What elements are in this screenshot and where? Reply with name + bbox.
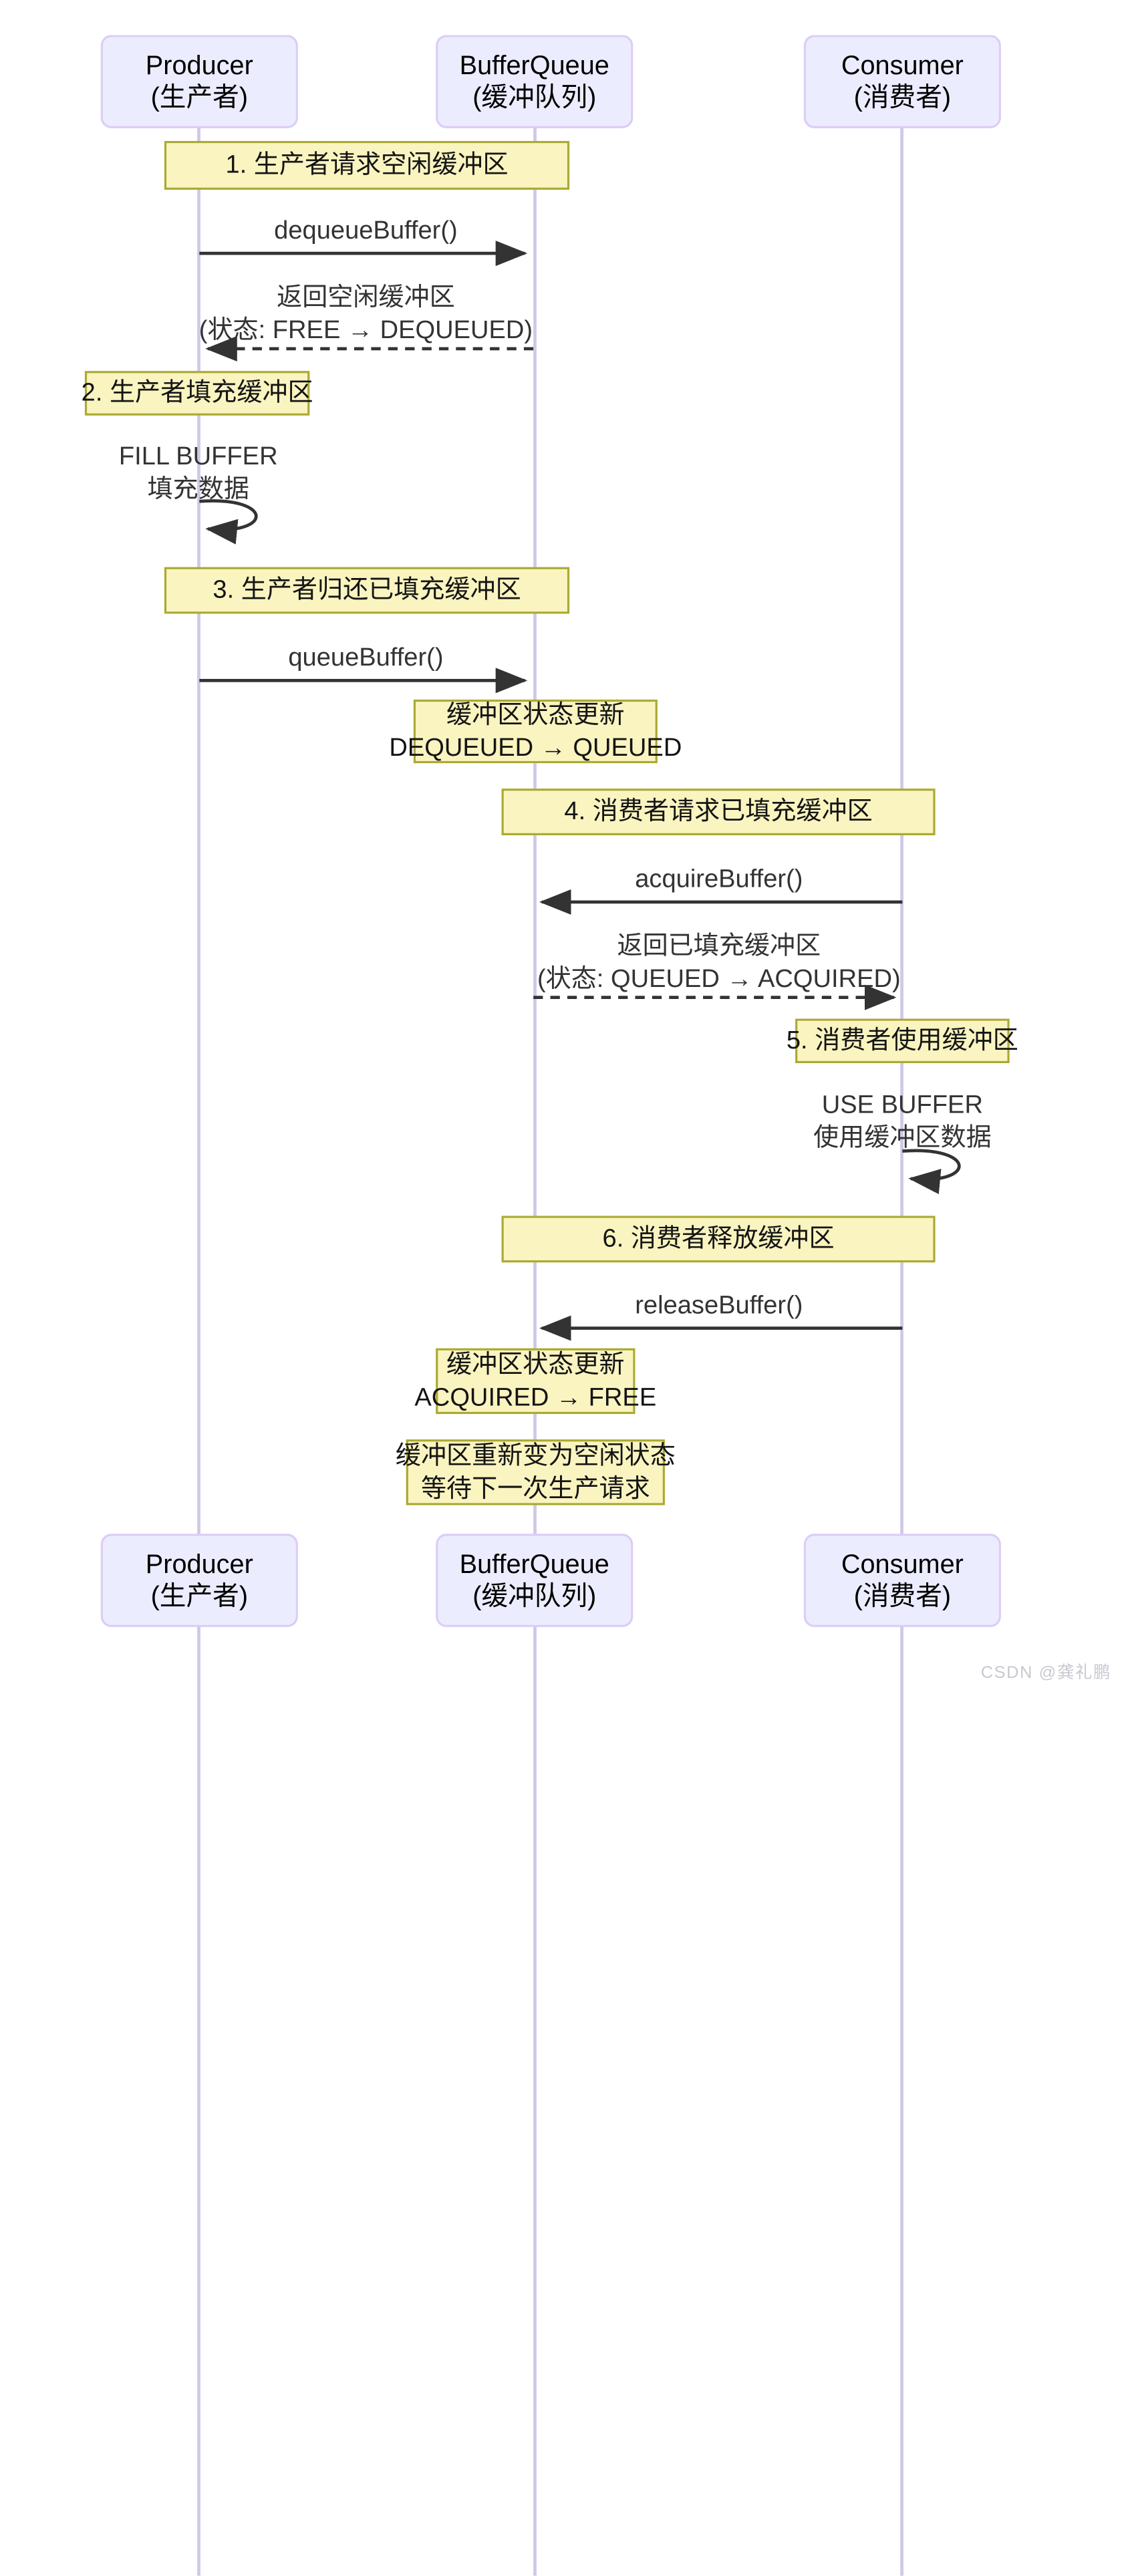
message-release-buffer-label: releaseBuffer() (635, 1290, 803, 1322)
note-1-line-1: 1. 生产者请求空闲缓冲区 (225, 150, 509, 180)
message-dequeue-buffer-line-1: dequeueBuffer() (274, 216, 458, 245)
lifeline-producer (197, 125, 200, 2576)
participant-producer-name-cn: (生产者) (150, 82, 249, 113)
message-return-free-buffer-line-2: (状态: FREE → DEQUEUED) (198, 315, 533, 345)
note-buffer-state-dequeued-line-1: 缓冲区状态更新 (446, 700, 625, 730)
participant-bufferqueue-name-en: BufferQueue (459, 50, 609, 80)
note-buffer-state-dequeued-to-queued: 缓冲区状态更新 DEQUEUED → QUEUED (389, 699, 682, 764)
arrow-use-buffer-self-loop (902, 1149, 961, 1195)
note-buffer-state-dequeued-line-2: DEQUEUED → QUEUED (389, 733, 682, 762)
watermark-csdn: CSDN @龚礼鹏 (980, 1664, 1111, 1683)
message-return-filled-buffer-line-1: 返回已填充缓冲区 (617, 932, 821, 961)
participant-consumer-bottom-name-cn: (消费者) (853, 1581, 952, 1612)
participant-producer-bottom-name-en: Producer (145, 1549, 253, 1579)
note-buffer-state-acquired-line-1: 缓冲区状态更新 (446, 1350, 625, 1379)
message-return-free-buffer-label: 返回空闲缓冲区 (状态: FREE → DEQUEUED) (199, 282, 533, 347)
note-4-line-1: 4. 消费者请求已填充缓冲区 (564, 797, 873, 827)
message-acquire-buffer-line-1: acquireBuffer() (635, 865, 803, 894)
participant-consumer-bottom-name-en: Consumer (841, 1549, 964, 1579)
note-2-producer-fills-buffer: 2. 生产者填充缓冲区 (82, 371, 313, 416)
participant-bufferqueue-bottom[interactable]: BufferQueue (缓冲队列) (436, 1534, 634, 1627)
note-buffer-free-waiting-next-request: 缓冲区重新变为空闲状态 等待下一次生产请求 (396, 1439, 676, 1506)
note-3-line-1: 3. 生产者归还已填充缓冲区 (213, 575, 521, 605)
note-6-line-1: 6. 消费者释放缓冲区 (602, 1224, 835, 1254)
participant-consumer-name-en: Consumer (841, 50, 964, 80)
participant-producer-name-en: Producer (145, 50, 253, 80)
participant-bufferqueue-name-cn: (缓冲队列) (472, 82, 597, 113)
note-6-consumer-releases-buffer: 6. 消费者释放缓冲区 (501, 1215, 936, 1263)
note-2-line-1: 2. 生产者填充缓冲区 (81, 378, 313, 408)
note-3-producer-returns-filled-buffer: 3. 生产者归还已填充缓冲区 (164, 567, 570, 614)
participant-bufferqueue-bottom-name-en: BufferQueue (459, 1549, 609, 1579)
participant-consumer-bottom[interactable]: Consumer (消费者) (803, 1534, 1001, 1627)
message-return-filled-buffer-label: 返回已填充缓冲区 (状态: QUEUED → ACQUIRED) (537, 931, 901, 996)
note-buffer-state-acquired-line-2: ACQUIRED → FREE (414, 1383, 657, 1412)
message-use-buffer-line-2: 使用缓冲区数据 (813, 1123, 992, 1152)
participant-producer-top[interactable]: Producer (生产者) (100, 35, 298, 128)
message-queue-buffer-line-1: queueBuffer() (288, 643, 444, 672)
note-5-line-1: 5. 消费者使用缓冲区 (786, 1026, 1018, 1055)
participant-consumer-top[interactable]: Consumer (消费者) (803, 35, 1001, 128)
message-fill-buffer-line-1: FILL BUFFER (118, 442, 278, 471)
participant-producer-bottom[interactable]: Producer (生产者) (100, 1534, 298, 1627)
note-5-consumer-uses-buffer: 5. 消费者使用缓冲区 (787, 1018, 1018, 1064)
message-dequeue-buffer-label: dequeueBuffer() (274, 215, 458, 248)
message-return-free-buffer-line-1: 返回空闲缓冲区 (277, 283, 455, 312)
message-release-buffer-line-1: releaseBuffer() (635, 1291, 803, 1320)
message-use-buffer-line-1: USE BUFFER (821, 1091, 983, 1120)
note-buffer-free-line-2: 等待下一次生产请求 (420, 1474, 650, 1504)
message-queue-buffer-label: queueBuffer() (288, 642, 443, 675)
note-1-producer-requests-free-buffer: 1. 生产者请求空闲缓冲区 (164, 140, 570, 190)
lifeline-consumer (900, 125, 903, 2576)
note-buffer-state-acquired-to-free: 缓冲区状态更新 ACQUIRED → FREE (414, 1348, 656, 1415)
note-4-consumer-requests-filled-buffer: 4. 消费者请求已填充缓冲区 (501, 789, 936, 835)
participant-bufferqueue-top[interactable]: BufferQueue (缓冲队列) (436, 35, 634, 128)
message-acquire-buffer-label: acquireBuffer() (635, 864, 803, 897)
message-return-filled-buffer-line-2: (状态: QUEUED → ACQUIRED) (537, 964, 901, 993)
participant-bufferqueue-bottom-name-cn: (缓冲队列) (472, 1581, 597, 1612)
message-fill-buffer-line-2: 填充数据 (147, 474, 249, 504)
participant-consumer-name-cn: (消费者) (853, 82, 952, 113)
sequence-diagram: Producer (生产者) BufferQueue (缓冲队列) Consum… (82, 35, 1111, 2576)
participant-producer-bottom-name-cn: (生产者) (150, 1581, 249, 1612)
message-fill-buffer-label: FILL BUFFER 填充数据 (119, 441, 278, 506)
message-use-buffer-label: USE BUFFER 使用缓冲区数据 (813, 1090, 992, 1155)
note-buffer-free-line-1: 缓冲区重新变为空闲状态 (395, 1441, 676, 1470)
